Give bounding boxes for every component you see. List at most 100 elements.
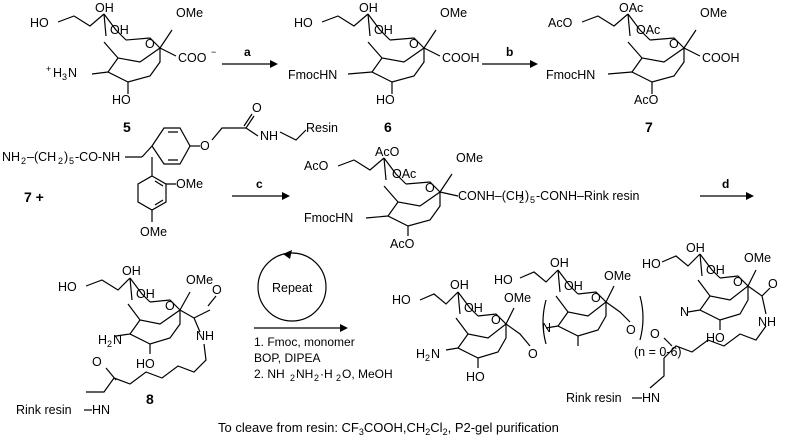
label-nh: NH xyxy=(196,329,214,343)
label-ho: HO xyxy=(112,93,131,107)
label-linker-tail: -CO-NH xyxy=(75,150,120,164)
label-ome: OMe xyxy=(140,225,167,239)
label-ho: HO xyxy=(30,16,49,30)
label-linker-mid: –(CH xyxy=(27,150,56,164)
label-nh: NH xyxy=(758,315,776,329)
label-nh-h2: H xyxy=(269,129,278,143)
label-oh: OH xyxy=(706,263,725,277)
label-fmochn: FmocHN xyxy=(288,68,337,82)
label-h2n-h: H xyxy=(98,333,107,347)
label-ome: OMe xyxy=(456,151,483,165)
step-d: d xyxy=(700,177,754,200)
step-b: b xyxy=(482,45,538,68)
label-aco: AcO xyxy=(634,93,659,107)
label-ring-o: O xyxy=(591,291,601,305)
condition-line-3b: NH xyxy=(296,367,313,381)
step-a: a xyxy=(222,45,278,68)
label-h2n-sub: 2 xyxy=(107,339,112,349)
label-oh: OH xyxy=(464,301,483,315)
compound-7: AcO OAc OAc OMe O COOH FmocHN AcO 7 xyxy=(546,1,740,135)
compound-8: HO OH OH OMe O O H 2 N NH HO O Rink resi… xyxy=(16,264,222,417)
label-oh: OH xyxy=(122,264,141,278)
label-o: O xyxy=(650,327,660,341)
label-ho: HO xyxy=(642,257,661,271)
label-ome: OMe xyxy=(504,291,531,305)
label-ho: HO xyxy=(494,273,513,287)
step-label-a: a xyxy=(244,45,251,59)
label-cooh: COOH xyxy=(702,51,740,65)
label-ho: HO xyxy=(294,16,313,30)
label-o: O xyxy=(252,101,262,115)
label-minus: − xyxy=(211,47,216,57)
label-linker-ch2-sub: 2 xyxy=(58,156,63,166)
label-ho: HO xyxy=(466,370,485,384)
footer-text: To cleave from resin: CF3COOH,CH2Cl2, P2… xyxy=(218,420,559,437)
label-hn: HN xyxy=(92,403,110,417)
label-ome: OMe xyxy=(744,251,771,265)
label-ome: OMe xyxy=(604,269,631,283)
label-n: N xyxy=(680,305,689,319)
label-h2n-n: N xyxy=(431,347,440,361)
condition-line-2: BOP, DIPEA xyxy=(254,351,320,365)
compound-number-8: 8 xyxy=(146,391,154,407)
label-ome: OMe xyxy=(176,177,203,191)
label-ring-o: O xyxy=(145,37,155,51)
step-c: c xyxy=(232,177,290,200)
step-label-d: d xyxy=(722,177,729,191)
label-oac: OAc xyxy=(392,167,416,181)
cleavage-note: To cleave from resin: CF3COOH,CH2Cl2, P2… xyxy=(218,420,559,437)
label-resin: Resin xyxy=(306,121,338,135)
label-oh: OH xyxy=(374,23,393,37)
label-ho: HO xyxy=(706,331,725,345)
label-o: O xyxy=(92,355,102,369)
label-ho: HO xyxy=(58,280,77,294)
label-h3n-n: N xyxy=(68,66,77,80)
label-linker-5: 5 xyxy=(69,156,74,166)
label-aco: AcO xyxy=(548,16,573,30)
label-rink-resin: Rink resin xyxy=(566,391,622,405)
compound-number-6: 6 xyxy=(384,119,392,135)
step-label-b: b xyxy=(506,45,513,59)
label-nh-h: N xyxy=(260,129,269,143)
label-o: O xyxy=(768,277,778,291)
label-fmochn: FmocHN xyxy=(546,68,595,82)
label-conh-e: -CONH–Rink resin xyxy=(536,189,640,203)
label-aco: AcO xyxy=(390,237,415,251)
compound-number-7: 7 xyxy=(645,119,653,135)
label-o: O xyxy=(528,347,538,361)
resin-bound-intermediate: AcO AcO OAc OMe O CONH–(CH 2 ) 5 -CONH–R… xyxy=(304,145,640,251)
label-oh: OH xyxy=(110,23,129,37)
label-hn: HN xyxy=(642,391,660,405)
label-ho: HO xyxy=(392,293,411,307)
label-aco: AcO xyxy=(304,159,329,173)
label-oh: OH xyxy=(450,278,469,292)
step-label-c: c xyxy=(256,177,263,191)
label-aco: AcO xyxy=(375,145,400,159)
label-ho: HO xyxy=(136,357,155,371)
label-ome: OMe xyxy=(186,273,213,287)
label-oac: OAc xyxy=(619,1,643,15)
condition-sub: 2 xyxy=(290,373,295,383)
condition-line-3a: 2. NH xyxy=(254,367,285,381)
label-ring-o: O xyxy=(491,313,501,327)
label-fmochn: FmocHN xyxy=(304,211,353,225)
label-seven-plus: 7 + xyxy=(24,189,44,205)
label-conh-c: ) xyxy=(525,189,529,203)
label-ome: OMe xyxy=(440,6,467,20)
label-h3n-sub: 3 xyxy=(62,72,67,82)
label-ome: OMe xyxy=(176,6,203,20)
repeat-cycle: Repeat 1. Fmoc, monomer BOP, DIPEA 2. NH… xyxy=(254,250,393,383)
condition-line-3c: ·H xyxy=(320,367,333,381)
label-h2n-sub: 2 xyxy=(425,353,430,363)
condition-sub: 2 xyxy=(314,373,319,383)
label-oh: OH xyxy=(550,256,569,270)
label-linker-paren: ) xyxy=(64,150,68,164)
label-ho: HO xyxy=(376,93,395,107)
condition-line-3d: O, MeOH xyxy=(342,367,393,381)
compound-6: HO OH OH OMe O COOH FmocHN HO 6 xyxy=(288,1,480,135)
label-linker-nh2: NH xyxy=(2,150,20,164)
label-ring-o: O xyxy=(425,181,435,195)
oligomer-product: HO OH OH OMe O O H 2 N HO HO OH OH OMe O… xyxy=(392,241,778,405)
label-conh-a: CONH–(CH xyxy=(458,189,524,203)
label-repeat: Repeat xyxy=(272,281,313,295)
